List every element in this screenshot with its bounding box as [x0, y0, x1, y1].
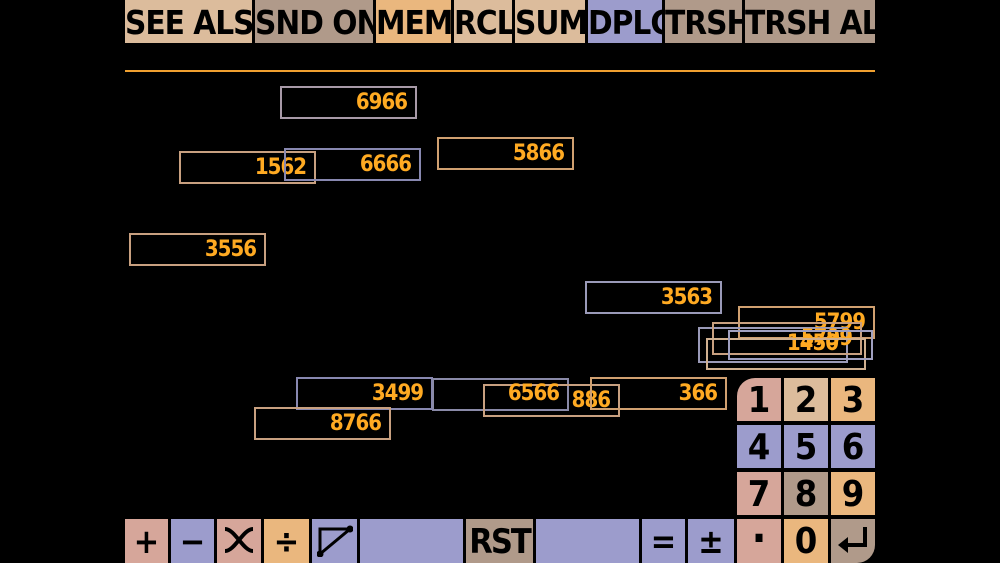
duplicate-button[interactable]: DPLC [588, 0, 662, 43]
enter-icon [838, 527, 867, 553]
key-9[interactable]: 9 [831, 472, 875, 515]
sound-toggle-button[interactable]: SND ON [255, 0, 373, 43]
number-box[interactable]: 366 [590, 377, 727, 410]
reset-button[interactable]: RST [466, 519, 533, 563]
number-box[interactable]: 6666 [284, 148, 421, 181]
key-6[interactable]: 6 [831, 425, 875, 468]
number-box[interactable]: 8766 [254, 407, 391, 440]
number-box[interactable] [728, 330, 873, 360]
key-4[interactable]: 4 [737, 425, 781, 468]
decimal-key[interactable]: · [737, 519, 781, 563]
key-5[interactable]: 5 [784, 425, 828, 468]
triangle-icon [316, 525, 353, 557]
key-7[interactable]: 7 [737, 472, 781, 515]
divide-button[interactable]: ÷ [264, 519, 309, 563]
blank-key[interactable] [360, 519, 463, 563]
number-box[interactable]: 6566 [507, 381, 560, 406]
key-8[interactable]: 8 [784, 472, 828, 515]
multiply-button[interactable] [217, 519, 261, 563]
number-box[interactable] [706, 338, 866, 370]
key-3[interactable]: 3 [831, 378, 875, 421]
number-box[interactable]: 1562 [179, 151, 316, 184]
number-box[interactable]: 5866 [437, 137, 574, 170]
subtract-button[interactable]: − [171, 519, 214, 563]
key-2[interactable]: 2 [784, 378, 828, 421]
recall-button[interactable]: RCL [454, 0, 512, 43]
blank-key[interactable] [536, 519, 639, 563]
number-box[interactable]: 3563 [585, 281, 722, 314]
number-box[interactable]: 3499 [296, 377, 433, 410]
enter-button[interactable] [831, 519, 875, 563]
number-box[interactable]: 3556 [129, 233, 266, 266]
sum-button[interactable]: SUM [515, 0, 585, 43]
number-box[interactable]: 1450 [698, 327, 848, 363]
key-0[interactable]: 0 [784, 519, 828, 563]
see-also-button[interactable]: SEE ALSO [125, 0, 252, 43]
add-button[interactable]: + [125, 519, 168, 563]
number-box[interactable] [432, 378, 569, 411]
triangle-button[interactable] [312, 519, 357, 563]
trash-all-button[interactable]: TRSH ALL [745, 0, 875, 43]
header-divider [125, 70, 875, 72]
equals-button[interactable]: = [642, 519, 685, 563]
plus-minus-button[interactable]: ± [688, 519, 734, 563]
trash-button[interactable]: TRSH [665, 0, 742, 43]
number-box[interactable]: 6966 [280, 86, 417, 119]
memory-button[interactable]: MEM [376, 0, 451, 43]
key-1[interactable]: 1 [737, 378, 781, 421]
multiply-icon [224, 527, 254, 553]
